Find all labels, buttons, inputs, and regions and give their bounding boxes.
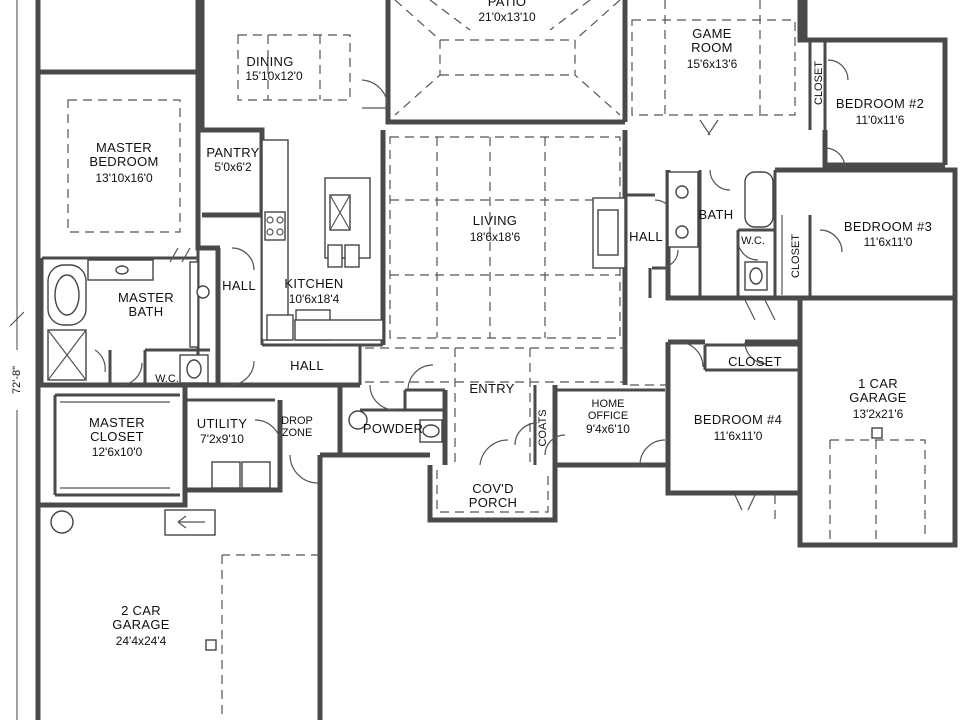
master-bath-label-2: BATH bbox=[129, 304, 164, 319]
home-office-dimension: 9'4x6'10 bbox=[586, 422, 630, 436]
bedroom2-label: BEDROOM #2 bbox=[836, 96, 924, 111]
master-wc-label: W.C. bbox=[155, 373, 179, 385]
bedroom3-dimension: 11'6x11'0 bbox=[864, 235, 913, 249]
drop-zone-label-2: ZONE bbox=[282, 427, 313, 439]
one-car-garage-label-2: GARAGE bbox=[849, 390, 906, 405]
overall-dimension-line bbox=[8, 0, 26, 720]
hall-right-label: HALL bbox=[629, 229, 663, 244]
dining-dimension: 15'10x12'0 bbox=[245, 69, 303, 83]
closet-bed3-label: CLOSET bbox=[790, 234, 802, 278]
master-closet-label-1: MASTER bbox=[89, 415, 145, 430]
master-closet-label-2: CLOSET bbox=[90, 429, 144, 444]
pantry-label: PANTRY bbox=[206, 145, 259, 160]
kitchen-dimension: 10'6x18'4 bbox=[289, 292, 340, 306]
bath-label: BATH bbox=[699, 207, 734, 222]
one-car-garage-dimension: 13'2x21'6 bbox=[853, 407, 904, 421]
two-car-garage-dimension: 24'4x24'4 bbox=[116, 634, 167, 648]
hall-left-label: HALL bbox=[222, 278, 256, 293]
door-swings bbox=[94, 59, 849, 511]
covd-porch-label-1: COV'D bbox=[472, 481, 514, 496]
living-dimension: 18'6x18'6 bbox=[470, 230, 521, 244]
fixtures bbox=[47, 139, 883, 651]
ceiling-lines bbox=[67, 0, 926, 720]
master-bath-label-1: MASTER bbox=[118, 290, 174, 305]
master-bedroom-dimension: 13'10x16'0 bbox=[95, 171, 153, 185]
one-car-garage-label-1: 1 CAR bbox=[858, 376, 898, 391]
bedroom4-label: BEDROOM #4 bbox=[694, 412, 782, 427]
master-bedroom-label-2: BEDROOM bbox=[89, 154, 158, 169]
bedroom2-dimension: 11'0x11'6 bbox=[856, 113, 905, 127]
game-room-dimension: 15'6x13'6 bbox=[687, 57, 738, 71]
home-office-label-1: HOME bbox=[592, 398, 625, 410]
game-room-label-1: GAME bbox=[692, 26, 732, 41]
kitchen-label: KITCHEN bbox=[284, 276, 343, 291]
two-car-garage-label-2: GARAGE bbox=[112, 617, 169, 632]
patio-dimension: 21'0x13'10 bbox=[478, 10, 536, 24]
utility-dimension: 7'2x9'10 bbox=[200, 432, 244, 446]
pantry-dimension: 5'0x6'2 bbox=[214, 160, 252, 174]
dining-label: DINING bbox=[246, 54, 293, 69]
utility-label: UTILITY bbox=[197, 416, 248, 431]
patio-label: PATIO bbox=[488, 0, 527, 9]
closet-game-label: CLOSET bbox=[813, 61, 825, 105]
master-closet-dimension: 12'6x10'0 bbox=[92, 445, 143, 459]
entry-label: ENTRY bbox=[469, 381, 514, 396]
game-room-label-2: ROOM bbox=[691, 40, 733, 55]
room-labels: PATIO 21'0x13'10 GAME ROOM 15'6x13'6 DIN… bbox=[89, 0, 932, 648]
bedroom4-dimension: 11'6x11'0 bbox=[714, 429, 763, 443]
home-office-label-2: OFFICE bbox=[588, 410, 628, 422]
hall-center-label: HALL bbox=[290, 358, 324, 373]
coats-label: COATS bbox=[537, 409, 549, 446]
powder-label: POWDER bbox=[363, 421, 423, 436]
covd-porch-label-2: PORCH bbox=[469, 495, 517, 510]
drop-zone-label-1: DROP bbox=[281, 415, 313, 427]
living-label: LIVING bbox=[473, 213, 517, 228]
overall-dimension-label: 72'-8" bbox=[11, 366, 23, 394]
master-bedroom-label-1: MASTER bbox=[96, 140, 152, 155]
exterior-walls bbox=[35, 0, 958, 720]
bath-wc-label: W.C. bbox=[741, 235, 765, 247]
two-car-garage-label-1: 2 CAR bbox=[121, 603, 161, 618]
bedroom3-label: BEDROOM #3 bbox=[844, 219, 932, 234]
closet-bed4-label: CLOSET bbox=[728, 354, 782, 369]
